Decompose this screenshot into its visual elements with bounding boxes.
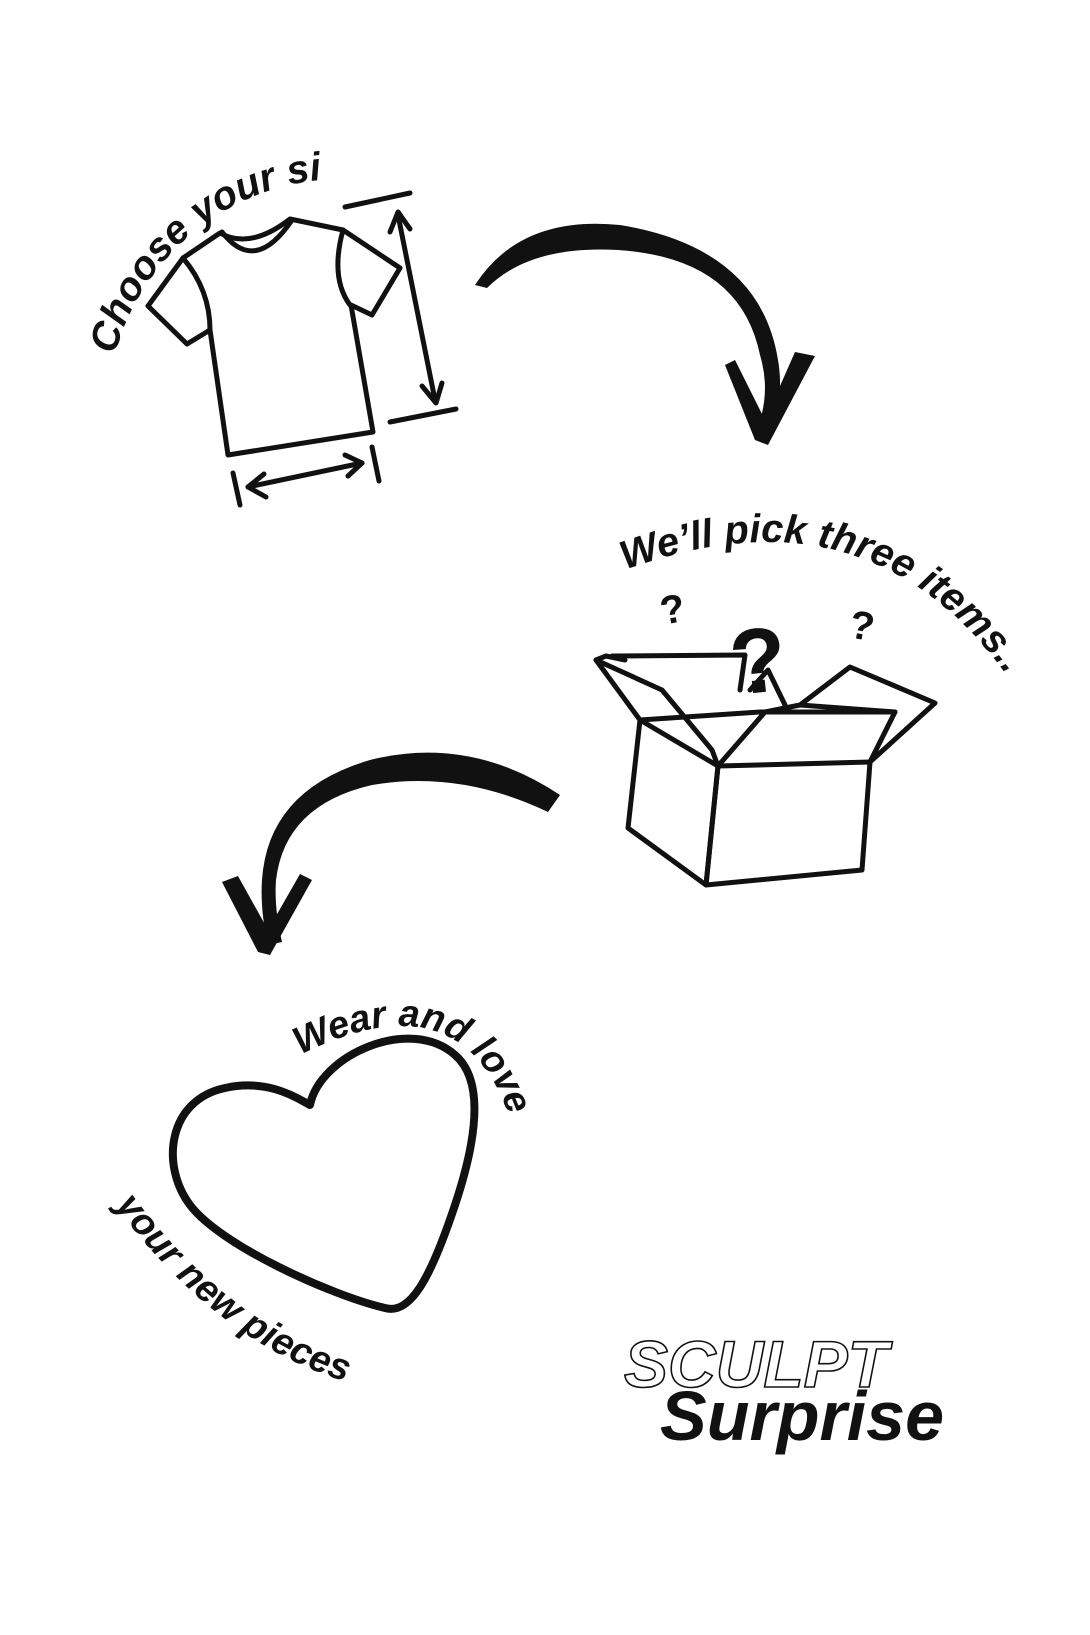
step1-label: Choose your size [0,0,324,358]
brand-logo: SCULPT Surprise [623,1326,944,1455]
svg-text:?: ? [725,608,792,715]
question-mark-icon: ? [657,586,689,634]
step3-label-top: Wear and love [287,993,540,1119]
svg-text:?: ? [657,586,689,634]
step-choose-size: Choose your size [0,0,459,508]
question-mark-icon: ? [846,603,878,651]
tshirt-icon [145,216,403,458]
measure-arrow-icon [230,444,382,508]
question-mark-icon: ? [725,608,792,715]
curved-arrow-icon [475,223,815,445]
step-wear-love: Wear and love your new pieces [107,993,540,1391]
logo-line2: Surprise [660,1377,944,1455]
curved-arrow-icon [222,752,560,955]
logo-line1: SCULPT [624,1327,893,1401]
step-pick-items: We’ll pick three items.. ? ? [593,507,1035,888]
measure-arrow-icon [342,190,459,425]
box-icon [593,652,938,888]
svg-text:?: ? [846,603,878,651]
heart-icon [168,1034,479,1313]
